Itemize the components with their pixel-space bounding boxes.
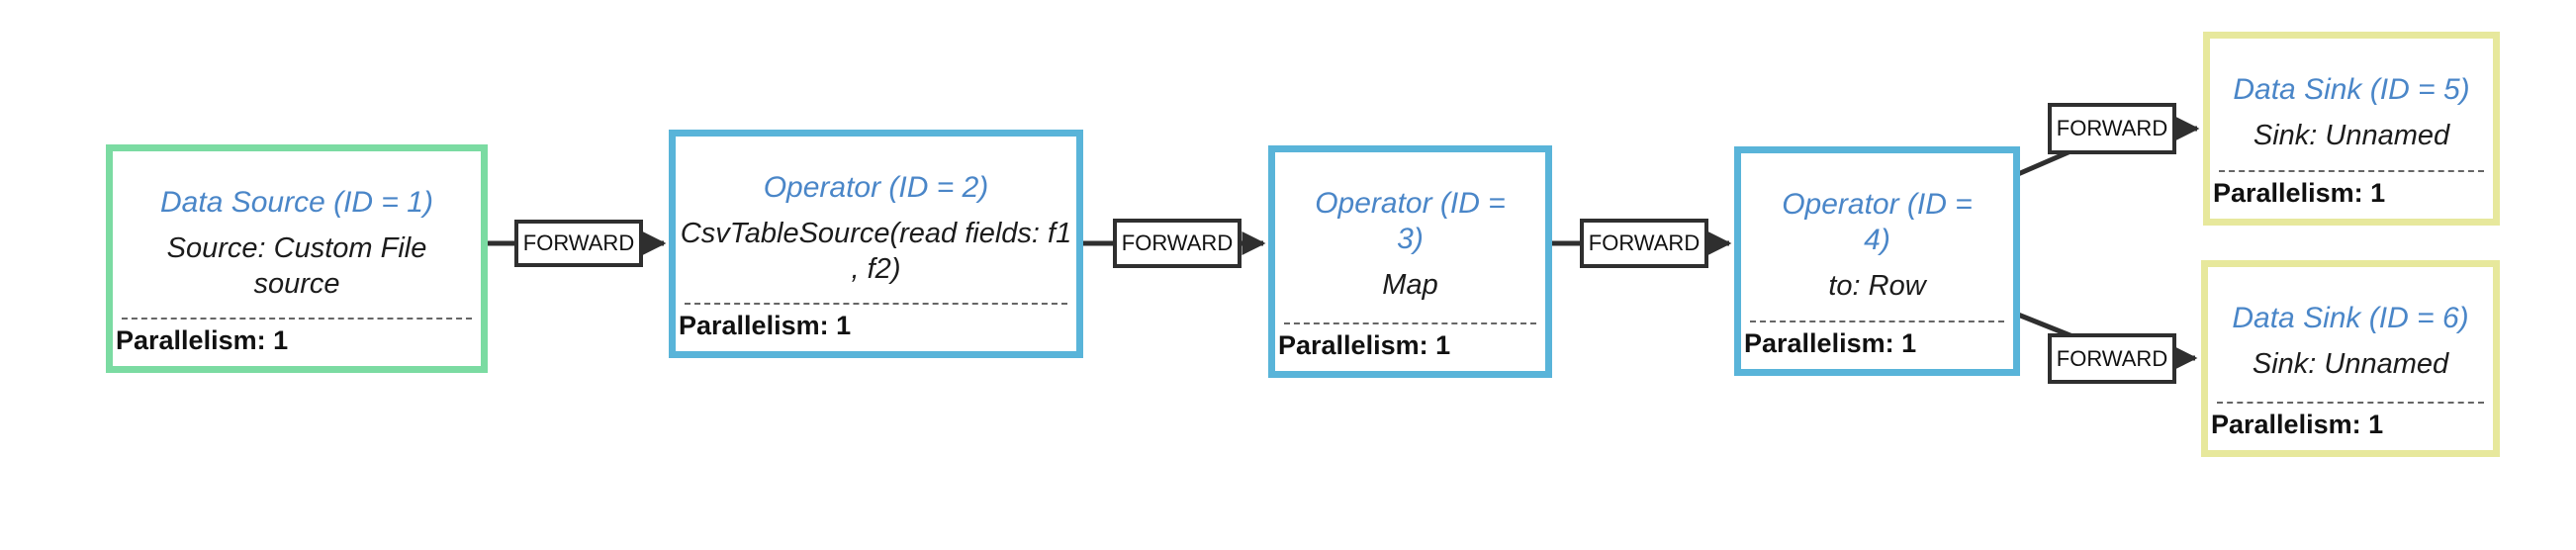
- node-subtitle: CsvTableSource(read fields: f1 , f2): [680, 218, 1072, 286]
- node-subtitle: to: Row: [1828, 270, 1926, 302]
- node-divider: [2217, 401, 2484, 404]
- node-data-sink-5[interactable]: Data Sink (ID = 5) Sink: Unnamed Paralle…: [2203, 32, 2500, 226]
- node-title: Operator (ID = 4): [1782, 188, 1973, 256]
- node-parallelism: Parallelism: 1: [2213, 177, 2386, 208]
- node-divider: [122, 317, 472, 320]
- node-divider: [685, 302, 1067, 305]
- node-operator-2[interactable]: Operator (ID = 2) CsvTableSource(read fi…: [669, 130, 1083, 358]
- node-divider: [1284, 321, 1536, 324]
- edge-label-forward-3-4: FORWARD: [1580, 219, 1708, 268]
- node-title: Operator (ID = 3): [1315, 187, 1506, 255]
- node-parallelism: Parallelism: 1: [2211, 409, 2384, 439]
- node-parallelism: Parallelism: 1: [116, 324, 289, 355]
- node-parallelism: Parallelism: 1: [1744, 327, 1917, 358]
- edge-label-forward-4-5: FORWARD: [2048, 103, 2176, 154]
- edge-label-forward-1-2: FORWARD: [514, 220, 643, 267]
- node-parallelism: Parallelism: 1: [679, 310, 852, 340]
- node-data-sink-6[interactable]: Data Sink (ID = 6) Sink: Unnamed Paralle…: [2201, 260, 2500, 457]
- node-subtitle: Map: [1382, 269, 1438, 301]
- node-divider: [2219, 169, 2484, 172]
- node-data-source-1[interactable]: Data Source (ID = 1) Source: Custom File…: [106, 144, 488, 373]
- node-subtitle: Sink: Unnamed: [2253, 120, 2450, 151]
- node-operator-3[interactable]: Operator (ID = 3) Map Parallelism: 1: [1268, 145, 1552, 378]
- edge-label-forward-4-6: FORWARD: [2048, 333, 2176, 384]
- node-title: Data Sink (ID = 5): [2233, 73, 2470, 106]
- node-operator-4[interactable]: Operator (ID = 4) to: Row Parallelism: 1: [1734, 146, 2020, 376]
- node-title: Data Source (ID = 1): [160, 186, 433, 219]
- node-title: Operator (ID = 2): [763, 171, 989, 204]
- node-title: Data Sink (ID = 6): [2232, 302, 2469, 334]
- node-parallelism: Parallelism: 1: [1278, 329, 1451, 360]
- node-subtitle: Sink: Unnamed: [2252, 348, 2449, 380]
- node-subtitle: Source: Custom File source: [166, 232, 427, 301]
- node-divider: [1750, 320, 2004, 322]
- edge-label-forward-2-3: FORWARD: [1113, 219, 1242, 268]
